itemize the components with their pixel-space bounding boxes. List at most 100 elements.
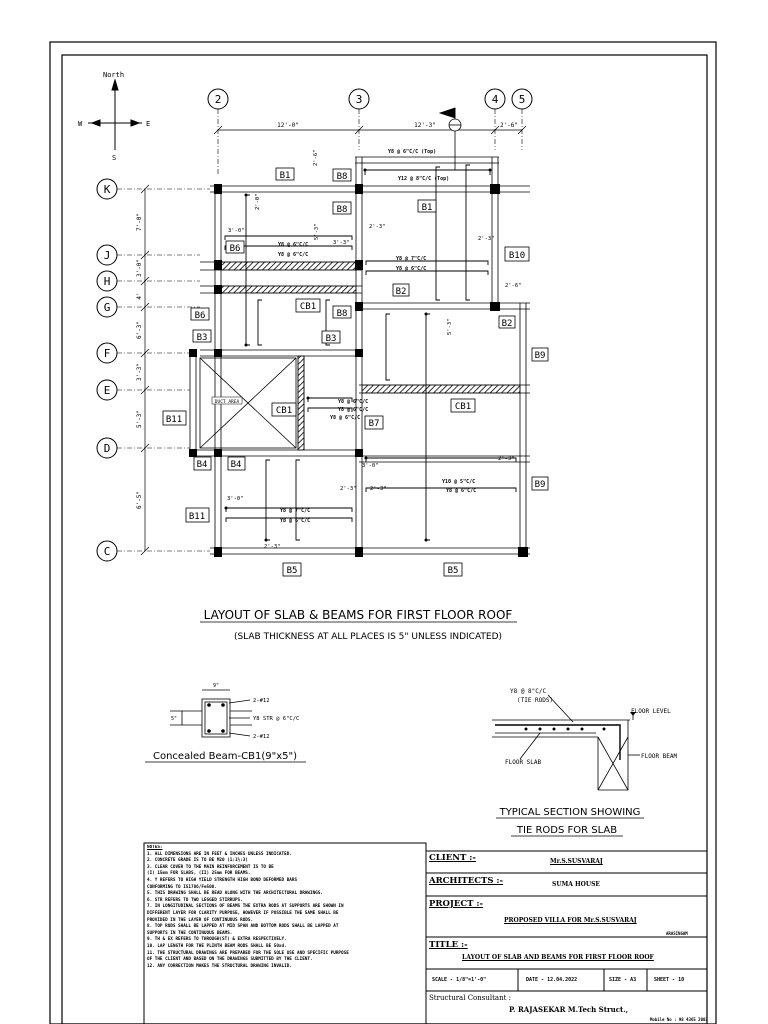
beam-tag (271, 402, 297, 417)
beam-tag (332, 168, 352, 182)
beam-tag-label: B11 (166, 415, 182, 425)
dimension-label: 3'-0" (227, 496, 244, 502)
bar-spec-label: Y8 @ 6"C/C (280, 518, 310, 524)
dimension-label: 2'-3" (264, 544, 281, 550)
beam-tag (450, 398, 476, 413)
grid-row-label: D (104, 442, 111, 455)
beam-tag-label: CB1 (300, 302, 316, 312)
dimension-label: 12'-0" (277, 122, 299, 129)
project-value: PROPOSED VILLA FOR Mr.S.SUSVARAJ (504, 917, 637, 924)
beam-tag (185, 507, 210, 523)
section-tie-label: Y8 @ 8"C/C (510, 688, 547, 695)
beam-tag (504, 246, 530, 262)
beam-tag (364, 415, 384, 430)
beam-tag (227, 456, 246, 471)
grid-row-label: H (104, 275, 111, 288)
beam-tag-label: B7 (369, 419, 380, 429)
size-value: SIZE - A3 (609, 977, 637, 983)
note-item: 5. THIS DRAWING SHALL BE READ ALONG WITH… (147, 891, 323, 897)
section-flag-icon (438, 107, 462, 170)
beam-tag-label: B5 (287, 566, 298, 576)
dimension-label: 2'-3" (498, 456, 515, 462)
note-item: PROVIDED IN THE LAYER OF CONTINUOUS RODS… (147, 917, 254, 923)
beam-tag-label: B1 (280, 171, 291, 181)
beam-tag-label: B9 (535, 480, 546, 490)
beam-tag (275, 167, 295, 181)
note-item: 3. CLEAR COVER TO THE MAIN REINFORCEMENT… (147, 864, 274, 870)
note-item: 7. IN LONGITUDINAL SECTIONS OF BEAMS THE… (147, 904, 344, 910)
beam-tag-label: B3 (197, 333, 208, 343)
client-label: CLIENT :- (429, 853, 476, 863)
dimension-label: 5'-3" (136, 410, 143, 428)
compass-north-label: North (103, 71, 124, 79)
concealed-beam-title: Concealed Beam-CB1(9"x5") (153, 751, 297, 762)
note-item: (I) 15mm FOR SLABS, (II) 25mm FOR BEAMS. (147, 871, 251, 877)
dimension-label: 2'-3" (478, 236, 495, 242)
bar-spec-label: Y12 @ 8"C/C (Top) (398, 176, 449, 182)
beam-tag-label: B6 (195, 311, 206, 321)
note-item: SUPPORTS IN THE CONTINUOUS BEAMS. (147, 930, 233, 936)
architects-value: SUMA HOUSE (552, 881, 600, 888)
note-item: 4. Y REFERS TO HIGH YIELD STRENGTH HIGH … (147, 877, 298, 883)
beam-tag (190, 307, 210, 321)
dimension-label: 12'-3" (414, 122, 436, 129)
plan-title: LAYOUT OF SLAB & BEAMS FOR FIRST FLOOR R… (204, 608, 513, 622)
project-label: PROJECT :- (429, 899, 484, 909)
concealed-beam-detail (170, 689, 252, 738)
dimension-label: 3'-3" (333, 240, 350, 246)
hatched-beam (220, 261, 357, 271)
beam-tag (193, 456, 212, 471)
title-block (425, 850, 708, 1024)
beam-tag (531, 476, 549, 491)
section-floor-beam: FLOOR BEAM (641, 753, 678, 760)
section-tie-sub: (TIE RODS) (517, 697, 553, 704)
beam-tag (295, 298, 321, 313)
compass-south-label: S (112, 154, 116, 162)
consultant-mobile: Mobile No : 98 4365 2003 (650, 1017, 708, 1022)
beam-tag-label: B9 (535, 351, 546, 361)
dimension-label: 3'-0" (362, 463, 379, 469)
slab-reinforcement (224, 164, 517, 541)
dimension-label: 2'-3" (370, 486, 387, 492)
dimension-label: 5'-3" (447, 318, 453, 335)
beam-tag-label: B6 (230, 244, 241, 254)
note-item: 11. THE STRUCTURAL DRAWINGS ARE PREPARED… (147, 950, 349, 956)
dimension-label: 2'-6" (505, 283, 522, 289)
sheet-inner-border (61, 54, 708, 1024)
project-place: ARASINGAM (666, 931, 688, 936)
dimension-label: 2'-6" (500, 122, 518, 129)
beam-tag-label: B3 (326, 334, 337, 344)
grid-row-label: G (104, 301, 111, 314)
consultant-label: Structural Consultant : (429, 994, 511, 1002)
compass-west-label: W (78, 120, 83, 128)
beam-tag-label: CB1 (455, 402, 471, 412)
beam-tag (498, 315, 516, 329)
beam-tag-label: B8 (337, 309, 348, 319)
column-markers (189, 184, 528, 557)
dimension-label: 3'-0" (136, 259, 143, 277)
duct-label: DUCT AREA (215, 399, 240, 405)
date-value: DATE - 12.04.2022 (526, 977, 578, 983)
grid-column-label: 4 (492, 93, 499, 106)
dimension-label: 6'-5" (136, 491, 143, 509)
sheet-value: SHEET - 10 (654, 977, 685, 983)
grid-row-label: E (104, 384, 111, 397)
beam-tag-label: B8 (337, 172, 348, 182)
beam-tag (417, 199, 437, 213)
dimension-label: 2'-6" (313, 149, 319, 166)
note-item: 2. CONCRETE GRADE IS TO BE M20 (1:1½:3) (147, 858, 248, 864)
beam-tag-label: B8 (337, 205, 348, 215)
beam-tag (282, 562, 302, 577)
bar-spec-label: Y8 @ 6"C/C (278, 242, 308, 248)
bar-spec-label: Y8 @ 6"C/C (Top) (388, 149, 436, 155)
bar-spec-label: Y8 @ 6"C/C (446, 488, 476, 494)
bar-spec-label: Y8 @ 6"C/C (338, 407, 368, 413)
detail-width-label: 9" (213, 683, 219, 689)
beam-tag-label: B2 (502, 319, 513, 329)
note-item: DIFFERENT LAYER FOR CLARITY PURPOSE, HOW… (147, 910, 339, 916)
note-item: 6. STR REFERS TO TWO LEGGED STIRRUPS. (147, 897, 243, 903)
beam-tag-label: B1 (422, 203, 433, 213)
compass-east-label: E (146, 120, 150, 128)
dimension-label: 7'-0" (136, 213, 143, 231)
